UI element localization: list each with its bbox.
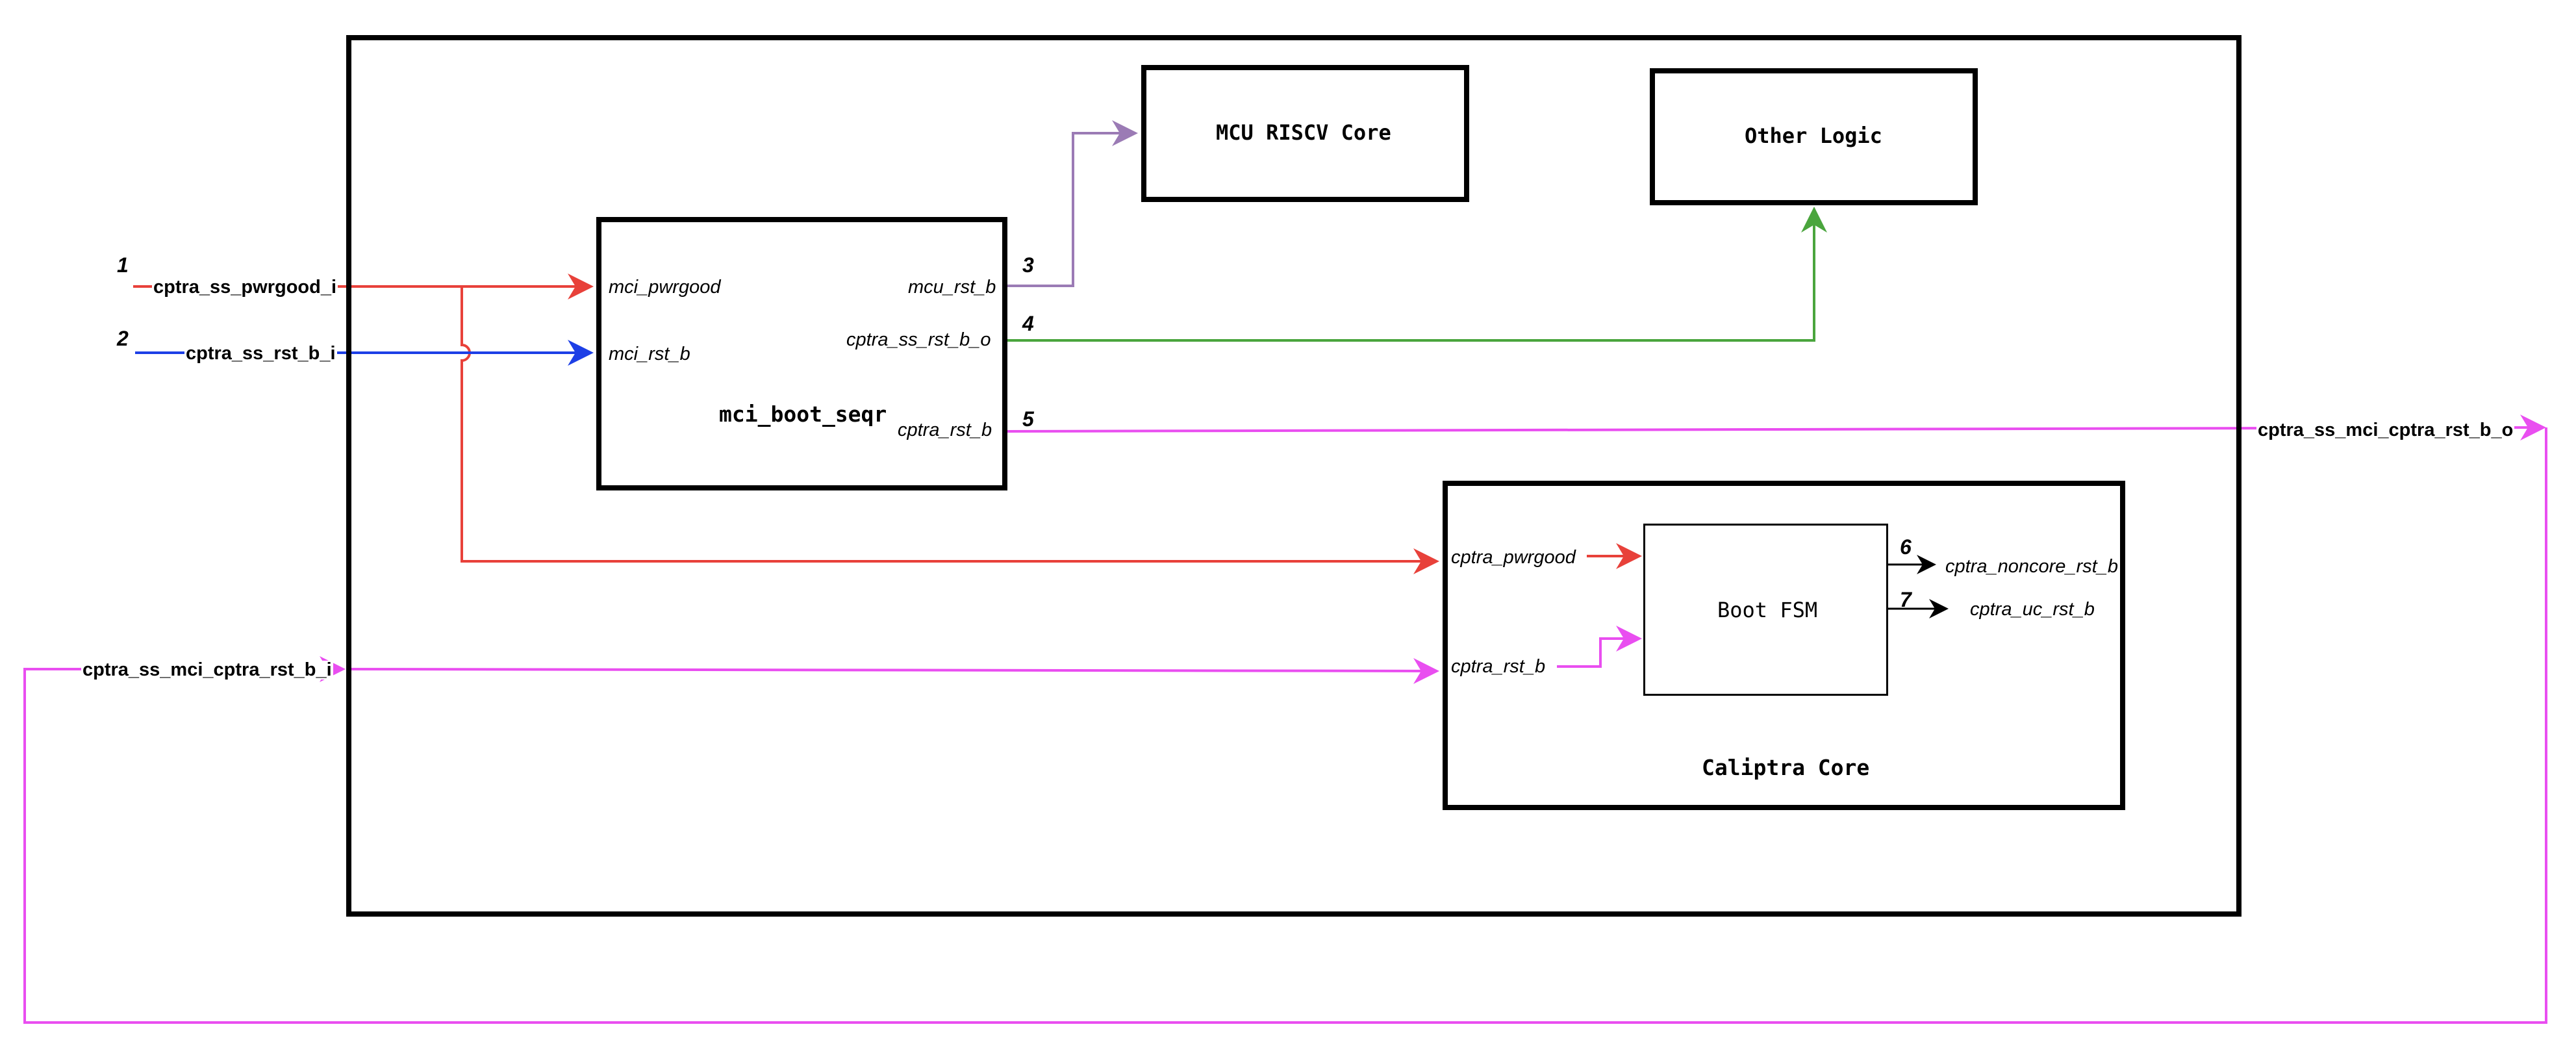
port-mcu-rst-b: mcu_rst_b [908, 277, 996, 298]
other-logic-block[interactable] [1650, 68, 1978, 205]
signal-cptra-ss-mci-cptra-rst-b-o: cptra_ss_mci_cptra_rst_b_o [2256, 420, 2515, 440]
step-number-7: 7 [1900, 588, 1912, 611]
step-number-5: 5 [1022, 407, 1034, 431]
caliptra-core-block[interactable] [1443, 481, 2125, 810]
port-cptra-rst-b-out: cptra_rst_b [898, 420, 992, 440]
step-number-1: 1 [117, 253, 129, 277]
step-number-6: 6 [1900, 535, 1912, 559]
port-cptra-pwrgood: cptra_pwrgood [1451, 547, 1576, 568]
boot-seqr-block[interactable] [596, 217, 1007, 490]
step-number-4: 4 [1022, 312, 1034, 335]
port-cptra-noncore-rst-b: cptra_noncore_rst_b [1945, 556, 2118, 577]
wire-mci-cptra-rst-to-caliptra [346, 657, 1439, 684]
boot-fsm-block[interactable] [1643, 524, 1888, 696]
subsystem-boundary [346, 35, 2241, 917]
port-cptra-ss-rst-b-o: cptra_ss_rst_b_o [846, 329, 991, 350]
boot-seqr-title: mci_boot_seqr [719, 401, 887, 427]
wire-mcu-rst [1007, 120, 1138, 287]
signal-cptra-ss-mci-cptra-rst-b-i: cptra_ss_mci_cptra_rst_b_i [81, 659, 333, 680]
step-number-3: 3 [1022, 253, 1034, 277]
caliptra-core-title: Caliptra Core [1702, 755, 1870, 780]
port-cptra-rst-b-in: cptra_rst_b [1451, 656, 1546, 677]
signal-cptra-ss-pwrgood-i: cptra_ss_pwrgood_i [152, 277, 338, 298]
wire-caliptra-rst-to-fsm [1557, 626, 1642, 668]
mcu-riscv-core-block[interactable] [1141, 65, 1469, 202]
port-cptra-uc-rst-b: cptra_uc_rst_b [1970, 599, 2095, 620]
port-mci-pwrgood: mci_pwrgood [609, 277, 721, 298]
boot-fsm-title: Boot FSM [1717, 598, 1818, 622]
signal-cptra-ss-rst-b-i: cptra_ss_rst_b_i [184, 343, 337, 364]
step-number-2: 2 [117, 327, 129, 350]
port-mci-rst-b: mci_rst_b [609, 344, 690, 364]
wire-ss-rst-out-to-other-logic [1007, 207, 1827, 342]
mcu-riscv-core-title: MCU RISCV Core [1216, 120, 1391, 145]
other-logic-title: Other Logic [1745, 123, 1882, 148]
